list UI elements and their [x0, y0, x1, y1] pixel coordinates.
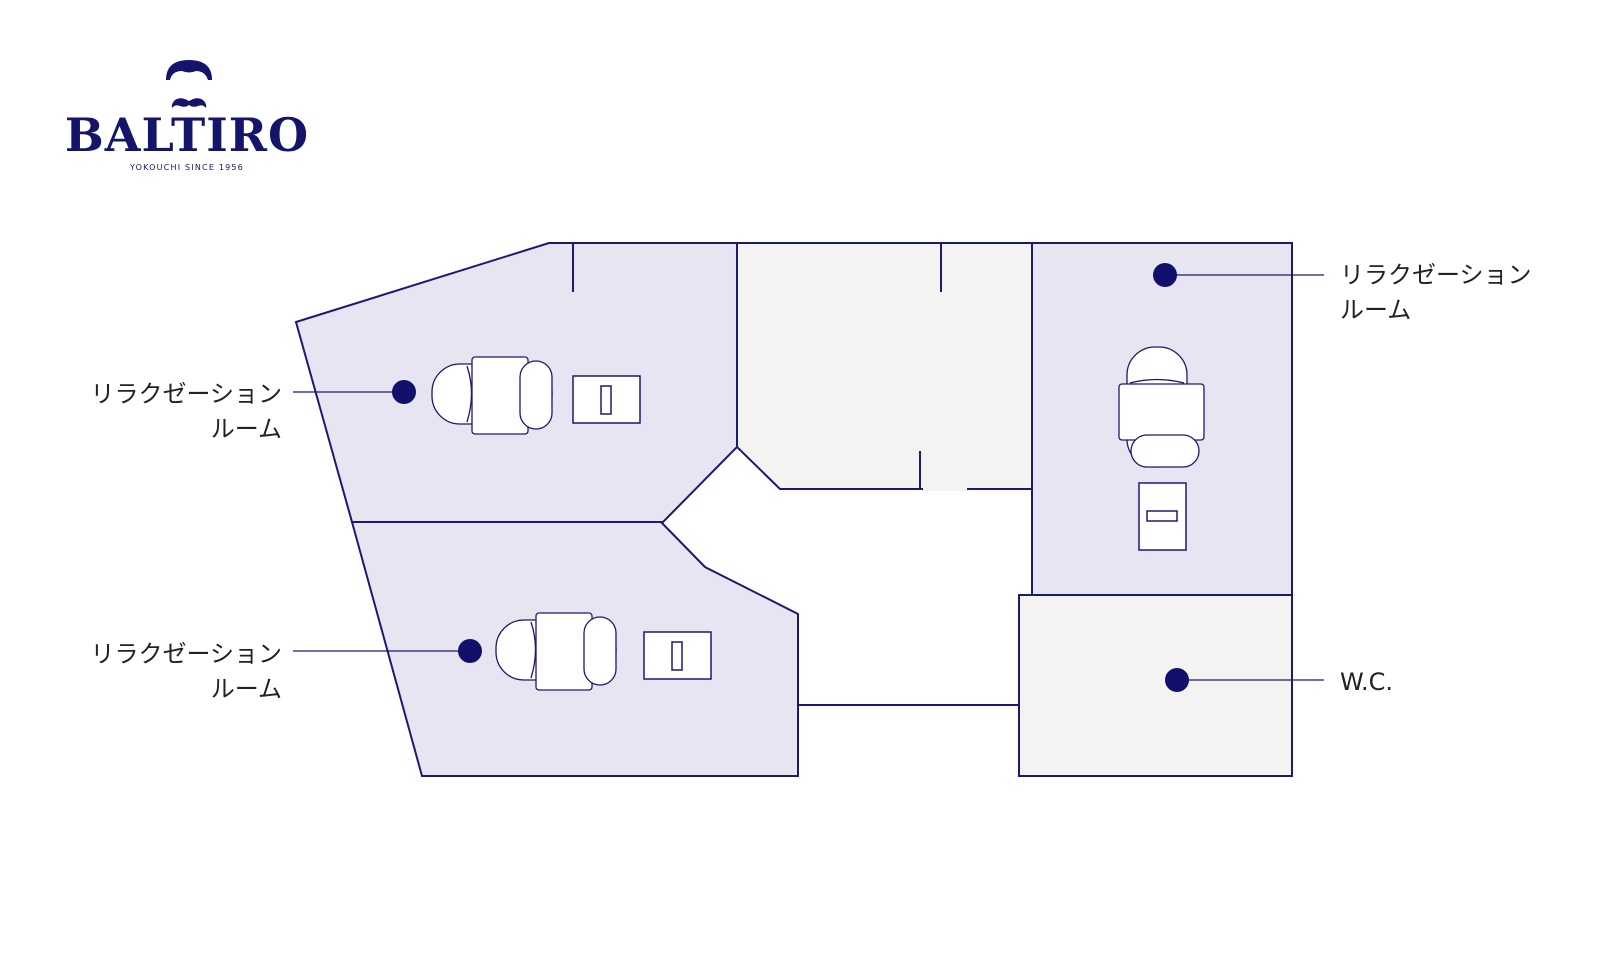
room-labels: リラクゼーション ルーム リラクゼーション ルーム リラクゼーション ルーム W… [90, 261, 1531, 703]
marker-dot [392, 380, 416, 404]
label-relax-left-bottom-line2: ルーム [211, 675, 282, 703]
side-table-icon [572, 375, 641, 424]
marker-dot [458, 639, 482, 663]
room-wc [1018, 594, 1293, 777]
label-wc: W.C. [1340, 668, 1393, 696]
openings [923, 487, 967, 491]
rooms [294, 242, 1293, 777]
brand-name: BALTIRO [65, 108, 309, 162]
marker-dot [1165, 668, 1189, 692]
reclining-chair-icon [1118, 346, 1205, 468]
marker-dot [1153, 263, 1177, 287]
side-table-icon [1138, 482, 1187, 551]
label-relax-left-top-line1: リラクゼーション [90, 380, 282, 408]
label-relax-left-top-line2: ルーム [211, 415, 282, 443]
room-center [736, 242, 1033, 490]
side-table-icon [643, 631, 712, 680]
callouts [293, 263, 1324, 692]
reclining-chair-icon [431, 356, 553, 435]
brand-tagline: YOKOUCHI SINCE 1956 [129, 163, 244, 172]
label-relax-right-line2: ルーム [1340, 296, 1411, 324]
reclining-chair-icon [495, 612, 617, 691]
label-relax-right-line1: リラクゼーション [1340, 261, 1532, 289]
partitions [572, 243, 1019, 706]
label-relax-left-bottom-line1: リラクゼーション [90, 640, 282, 668]
mustache-logo-icon [166, 60, 212, 108]
brand-logo: BALTIRO YOKOUCHI SINCE 1956 [65, 60, 309, 172]
